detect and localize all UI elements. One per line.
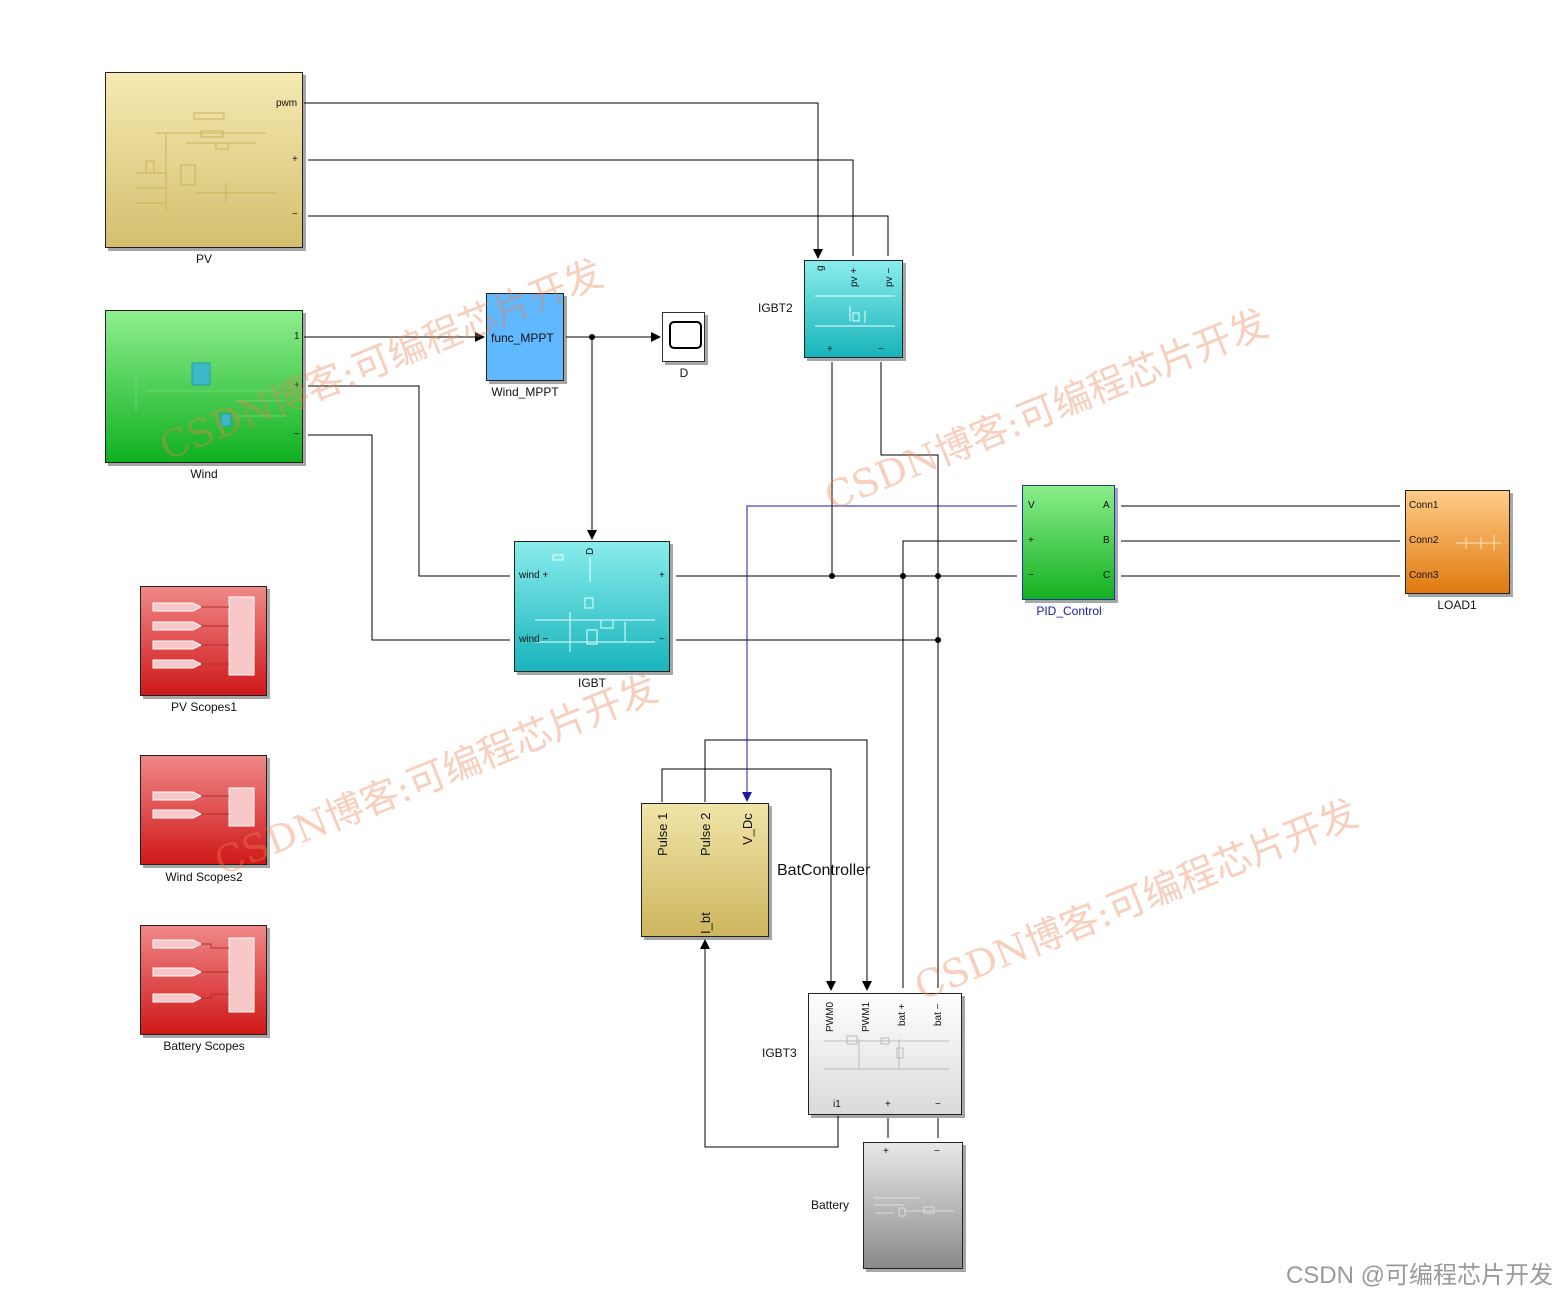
wind-mppt-label: Wind_MPPT: [491, 385, 559, 399]
pid-port-b: B: [1103, 535, 1110, 546]
pv-scopes-preview: [152, 596, 255, 676]
pid-port-a: A: [1103, 500, 1110, 511]
pid-port-minus: −: [1028, 570, 1034, 581]
pv-subsystem-preview: [136, 112, 276, 213]
igbt-port-minus: −: [659, 634, 665, 645]
igbt3-port-pwm0: PWM0: [825, 1002, 836, 1032]
load-port-conn2: Conn2: [1409, 535, 1439, 546]
battery-scopes-preview: [152, 937, 255, 1013]
igbt-subsystem-preview: [535, 554, 655, 652]
pid-control-block[interactable]: V + − A B C: [1022, 485, 1115, 600]
igbt2-block[interactable]: g pv + pv − + −: [804, 260, 903, 358]
igbt2-port-g: g: [815, 265, 826, 271]
igbt2-port-minus: −: [878, 344, 884, 355]
wind-port-1: 1: [294, 331, 300, 342]
pv-port-minus: −: [292, 209, 298, 220]
battery-block[interactable]: + −: [863, 1142, 963, 1269]
wind-subsystem-preview: [135, 350, 286, 427]
wind-port-minus: −: [294, 429, 300, 440]
batcontroller-port-pulse1: Pulse 1: [655, 812, 670, 856]
igbt3-port-bat-minus: bat −: [933, 1003, 944, 1026]
load-port-conn1: Conn1: [1409, 500, 1439, 511]
pv-block[interactable]: pwm + −: [105, 72, 303, 248]
igbt3-port-bat-plus: bat +: [897, 1003, 908, 1026]
igbt3-port-i1: i1: [833, 1099, 841, 1110]
igbt-block[interactable]: D wind + wind − + −: [514, 541, 670, 672]
load-port-conn3: Conn3: [1409, 570, 1439, 581]
igbt-port-plus: +: [659, 570, 665, 581]
batcontroller-port-pulse2: Pulse 2: [698, 812, 713, 856]
igbt3-label: IGBT3: [762, 1046, 797, 1060]
load-subsystem-preview: [1456, 535, 1501, 551]
batcontroller-label: BatController: [777, 862, 871, 879]
igbt3-port-plus: +: [885, 1099, 891, 1110]
csdn-credit: CSDN @可编程芯片开发: [1285, 1262, 1553, 1289]
battery-scopes-block[interactable]: [140, 925, 267, 1035]
battery-scopes-label: Battery Scopes: [163, 1039, 245, 1053]
battery-port-plus: +: [883, 1146, 889, 1157]
igbt-port-d: D: [585, 547, 596, 555]
pid-port-v: V: [1028, 500, 1035, 511]
scope-screen-icon: [669, 321, 702, 349]
pv-port-plus: +: [292, 154, 298, 165]
igbt2-port-pv-plus: pv +: [849, 267, 860, 287]
wind-port-plus: +: [294, 380, 300, 391]
battery-subsystem-preview: [874, 1197, 954, 1217]
load1-label: LOAD1: [1437, 598, 1477, 612]
igbt2-subsystem-preview: [815, 295, 895, 327]
wind-scopes-block[interactable]: [140, 755, 267, 865]
scope-d-block[interactable]: [662, 312, 705, 362]
batcontroller-port-vdc: V_Dc: [740, 813, 755, 845]
wind-scopes-label: Wind Scopes2: [165, 870, 243, 884]
mppt-function-name: func_MPPT: [491, 331, 554, 345]
igbt3-subsystem-preview: [824, 1035, 949, 1070]
battery-port-minus: −: [934, 1146, 940, 1157]
igbt2-port-plus: +: [827, 344, 833, 355]
wind-block[interactable]: 1 + −: [105, 310, 303, 463]
load1-block[interactable]: Conn1 Conn2 Conn3: [1405, 490, 1510, 594]
pv-port-pwm: pwm: [276, 98, 298, 109]
igbt-port-wind-plus: wind +: [519, 570, 549, 581]
pv-label: PV: [195, 252, 213, 266]
pid-control-label: PID_Control: [1036, 604, 1102, 618]
igbt3-port-minus: −: [935, 1099, 941, 1110]
wind-mppt-block[interactable]: func_MPPT: [486, 293, 564, 381]
pv-scopes-label: PV Scopes1: [170, 700, 238, 714]
batcontroller-block[interactable]: Pulse 1 Pulse 2 V_Dc I_bt: [641, 803, 769, 937]
batcontroller-port-ibt: I_bt: [698, 912, 713, 934]
igbt-port-wind-minus: wind −: [519, 634, 549, 645]
igbt3-block[interactable]: PWM0 PWM1 bat + bat − i1 + −: [808, 993, 962, 1115]
igbt2-port-pv-minus: pv −: [884, 267, 895, 287]
pid-port-c: C: [1103, 570, 1111, 581]
pid-port-plus: +: [1028, 535, 1034, 546]
wind-scopes-preview: [152, 787, 255, 827]
pv-scopes-block[interactable]: [140, 586, 267, 696]
scope-d-label: D: [679, 366, 689, 380]
igbt3-port-pwm1: PWM1: [861, 1002, 872, 1032]
wind-label: Wind: [190, 467, 218, 481]
battery-label: Battery: [811, 1198, 850, 1212]
igbt-label: IGBT: [577, 676, 607, 690]
igbt2-label: IGBT2: [758, 301, 793, 315]
